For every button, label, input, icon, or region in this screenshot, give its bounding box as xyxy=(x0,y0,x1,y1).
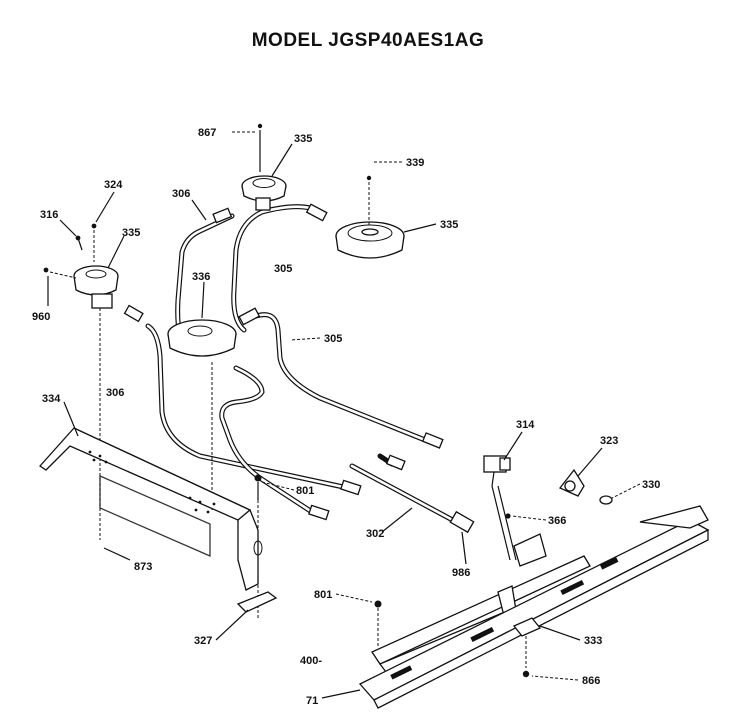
tube-305-lower xyxy=(253,312,433,445)
callout-867: 867 xyxy=(198,127,216,139)
burner-rear-right-335 xyxy=(335,175,405,259)
callout-801: 801 xyxy=(314,589,332,601)
callout-366: 366 xyxy=(548,515,566,527)
callout-306: 306 xyxy=(172,188,190,200)
gas-tubes xyxy=(145,204,463,527)
screw-366 xyxy=(505,513,511,519)
fitting-nut xyxy=(212,207,233,224)
thermostat-bulb-323 xyxy=(558,468,613,505)
screw-801-upper xyxy=(254,474,262,618)
front-trim-71 xyxy=(358,505,710,709)
fitting-nut xyxy=(308,504,330,521)
clip-327 xyxy=(236,591,278,613)
burner-rear-left-335 xyxy=(241,123,287,211)
callout-336: 336 xyxy=(192,271,210,283)
callout-316: 316 xyxy=(40,209,58,221)
callout-334: 334 xyxy=(42,393,61,405)
callout-314: 314 xyxy=(516,419,535,431)
callout-339: 339 xyxy=(406,157,424,169)
fitting-nut xyxy=(340,479,362,496)
callout-960: 960 xyxy=(32,311,50,323)
callout-873: 873 xyxy=(134,561,152,573)
callout-323: 323 xyxy=(600,435,618,447)
leader-lines xyxy=(47,131,641,699)
callout-986: 986 xyxy=(452,567,470,579)
burner-bracket-334 xyxy=(39,427,263,591)
callout-71: 71 xyxy=(306,695,318,707)
callout-801: 801 xyxy=(296,485,314,497)
valve-314 xyxy=(483,455,517,561)
bracket-333 xyxy=(512,617,542,637)
callout-302: 302 xyxy=(366,528,384,540)
burner-front-right-336 xyxy=(167,319,237,510)
fittings xyxy=(123,203,475,534)
callout-400: 400- xyxy=(300,655,322,667)
callout-305: 305 xyxy=(274,263,292,275)
fitting-nut xyxy=(123,304,144,323)
burner-front-left-335 xyxy=(43,223,119,540)
fitting-nut xyxy=(385,454,406,471)
callout-324: 324 xyxy=(104,179,123,191)
orifice-986 xyxy=(449,510,475,534)
callout-866: 866 xyxy=(582,675,600,687)
fitting-nut xyxy=(421,432,444,449)
callout-335: 335 xyxy=(440,219,458,231)
fitting-nut xyxy=(238,307,261,326)
screw-801-lower xyxy=(374,600,382,648)
screw-866 xyxy=(522,636,530,678)
callout-305: 305 xyxy=(324,333,342,345)
callout-327: 327 xyxy=(194,635,212,647)
diagram-title: MODEL JGSP40AES1AG xyxy=(251,30,485,51)
heat-shield-873 xyxy=(99,475,211,557)
callout-335: 335 xyxy=(294,133,312,145)
callout-335: 335 xyxy=(122,227,140,239)
callout-330: 330 xyxy=(642,479,660,491)
fitting-nut xyxy=(305,203,328,222)
callout-labels: 867 335 339 335 306 324 316 335 336 305 … xyxy=(32,127,660,707)
callout-306: 306 xyxy=(106,387,124,399)
callout-333: 333 xyxy=(584,635,602,647)
